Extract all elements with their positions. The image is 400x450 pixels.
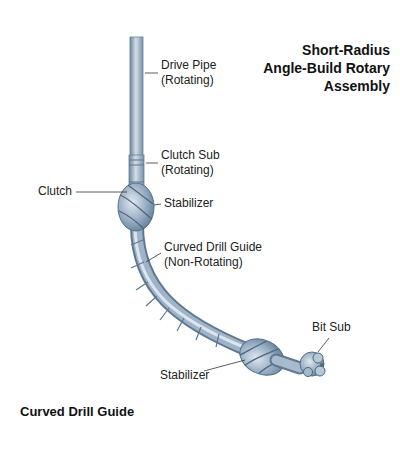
stabilizer [118, 183, 154, 231]
leader-lines [76, 73, 329, 371]
part-label: Clutch [38, 184, 72, 199]
caption: Curved Drill Guide [20, 404, 134, 420]
title: Short-Radius Angle-Build Rotary Assembly [258, 41, 390, 95]
part-label: Drive Pipe (Rotating) [161, 58, 233, 88]
clutch-sub [129, 155, 144, 187]
part-label: Curved Drill Guide (Non-Rotating) [164, 240, 280, 270]
part-label: Clutch Sub (Rotating) [161, 148, 233, 178]
part-label: Bit Sub [312, 320, 351, 335]
part-label: Stabilizer [160, 368, 209, 383]
bit-sub [276, 352, 325, 377]
part-label: Stabilizer [164, 196, 213, 211]
drive-pipe [130, 37, 143, 157]
